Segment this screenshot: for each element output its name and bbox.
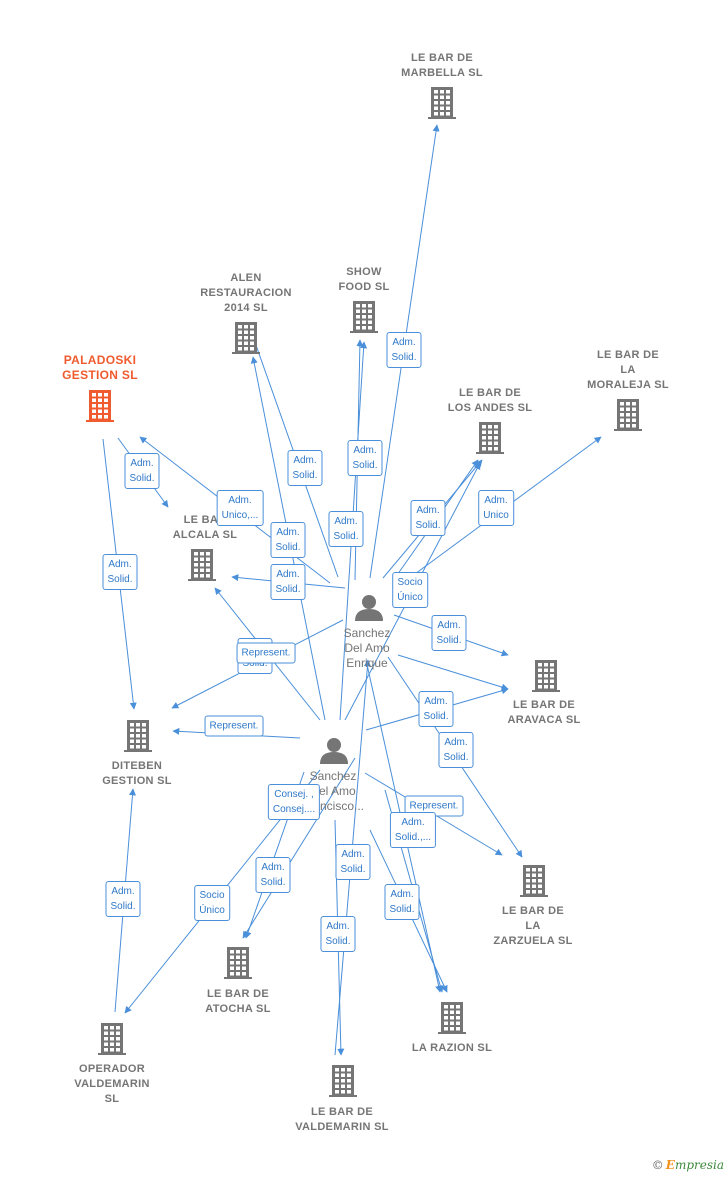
brand-name: mpresia — [674, 1158, 724, 1172]
relation-label: Adm. Solid. — [270, 564, 306, 600]
building-icon-alen[interactable] — [232, 322, 260, 354]
building-icon-marbella[interactable] — [428, 87, 456, 119]
building-icon-razion[interactable] — [438, 1002, 466, 1034]
relation-label: Socio Único — [392, 572, 428, 608]
building-icon-valdemarin[interactable] — [329, 1065, 357, 1097]
relation-label: Adm. Solid. — [431, 615, 467, 651]
relation-label: Adm. Solid. — [287, 450, 323, 486]
relation-label: Adm. Solid. — [438, 732, 474, 768]
relation-label: Adm. Solid.,... — [389, 812, 437, 848]
brand-footer: ©Empresia — [652, 1158, 724, 1172]
relation-label: Adm. Solid. — [418, 691, 454, 727]
relation-label: Consej. , Consej.... — [267, 784, 321, 820]
company-label-valdemarin[interactable]: LE BAR DE VALDEMARIN SL — [295, 1106, 389, 1133]
building-icon-show[interactable] — [350, 301, 378, 333]
building-icon-moraleja[interactable] — [614, 399, 642, 431]
company-label-moraleja[interactable]: LE BAR DE LA MORALEJA SL — [587, 349, 669, 391]
relation-label: Adm. Solid. — [386, 332, 422, 368]
relation-label: Represent. — [204, 715, 264, 737]
relation-label: Adm. Solid. — [384, 884, 420, 920]
person-label-enrique[interactable]: Sanchez Del Amo Enrique — [343, 626, 391, 670]
company-label-paladoski[interactable]: PALADOSKI GESTION SL — [62, 353, 138, 382]
building-icon-diteben[interactable] — [124, 720, 152, 752]
relation-edge — [242, 757, 356, 939]
building-icon-andes[interactable] — [476, 422, 504, 454]
company-label-aravaca[interactable]: LE BAR DE ARAVACA SL — [507, 699, 581, 726]
building-icon-aravaca[interactable] — [532, 660, 560, 692]
copyright-symbol: © — [651, 1158, 664, 1172]
relation-label: Adm. Solid. — [347, 440, 383, 476]
building-icon-alcala[interactable] — [188, 549, 216, 581]
relation-label: Socio Único — [194, 885, 230, 921]
relation-label: Adm. Unico,... — [216, 490, 264, 526]
relation-label: Adm. Solid. — [255, 857, 291, 893]
company-label-atocha[interactable]: LE BAR DE ATOCHA SL — [205, 988, 271, 1015]
relation-label: Adm. Solid. — [410, 500, 446, 536]
building-icon-zarzuela[interactable] — [520, 865, 548, 897]
building-icon-atocha[interactable] — [224, 947, 252, 979]
company-label-razion[interactable]: LA RAZION SL — [411, 1042, 493, 1054]
person-icon-enrique[interactable] — [355, 595, 383, 621]
relation-edge — [397, 654, 509, 691]
relation-label: Adm. Solid. — [320, 916, 356, 952]
company-label-andes[interactable]: LE BAR DE LOS ANDES SL — [447, 387, 533, 414]
building-icon-operador[interactable] — [98, 1023, 126, 1055]
brand-initial: E — [665, 1158, 675, 1172]
building-icon-paladoski[interactable] — [86, 390, 114, 422]
company-label-marbella[interactable]: LE BAR DE MARBELLA SL — [401, 52, 483, 79]
relation-label: Represent. — [236, 642, 296, 664]
relation-label: Adm. Solid. — [270, 522, 306, 558]
relation-label: Adm. Solid. — [335, 844, 371, 880]
company-label-zarzuela[interactable]: LE BAR DE LA ZARZUELA SL — [493, 905, 573, 947]
company-label-operador[interactable]: OPERADOR VALDEMARIN SL — [74, 1063, 150, 1105]
company-label-alen[interactable]: ALEN RESTAURACION 2014 SL — [200, 272, 292, 314]
company-label-show[interactable]: SHOW FOOD SL — [338, 266, 390, 293]
relation-label: Adm. Unico — [478, 490, 514, 526]
company-label-diteben[interactable]: DITEBEN GESTION SL — [102, 760, 172, 787]
person-icon-francisco[interactable] — [320, 738, 348, 764]
relation-label: Adm. Solid. — [328, 511, 364, 547]
relation-label: Adm. Solid. — [102, 554, 138, 590]
relation-label: Adm. Solid. — [124, 453, 160, 489]
relation-label: Adm. Solid. — [105, 881, 141, 917]
